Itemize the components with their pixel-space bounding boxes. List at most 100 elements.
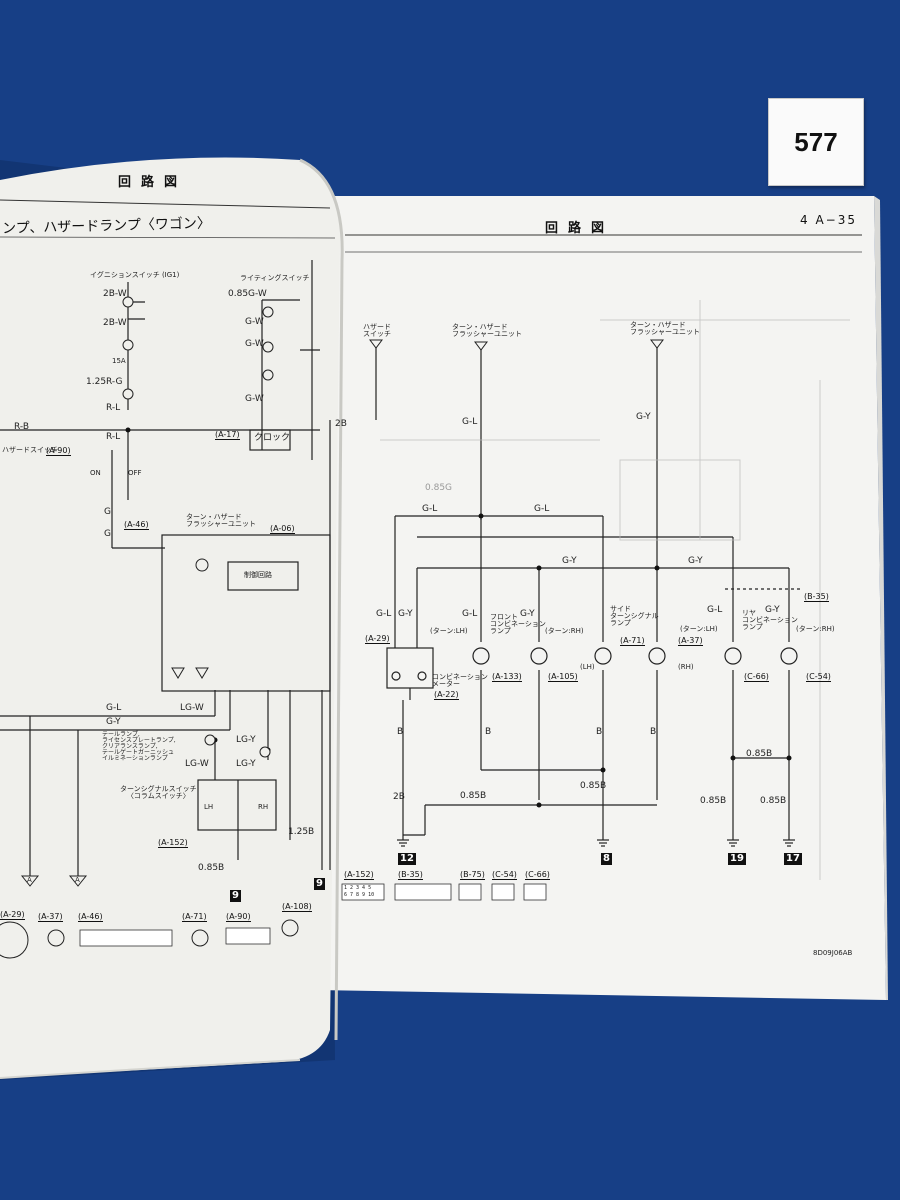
flasher-label: ターン・ハザード フラッシャーユニット: [186, 513, 256, 528]
switch-state: ON: [90, 469, 101, 477]
connector-code: B-35: [398, 870, 423, 880]
connector-code: A-105: [548, 672, 578, 682]
connector-code: B-35: [804, 592, 829, 602]
wire-label: 0.85G: [425, 483, 453, 493]
wire-label: B: [650, 727, 657, 737]
wire-label: 0.85G-W: [228, 289, 267, 299]
connector-code: A-71: [620, 636, 645, 646]
wire-label: LG-W: [185, 759, 209, 769]
control-circuit-label: 制御回路: [244, 571, 272, 579]
lamp-side: (ターン:RH): [796, 625, 835, 633]
ground-tag: 19: [728, 853, 746, 865]
wire-label: R-B: [14, 422, 29, 432]
connector-code: C-54: [492, 870, 517, 880]
wire-label: LG-Y: [236, 759, 256, 769]
connector-code: A-133: [492, 672, 522, 682]
connector-code: A-152: [158, 838, 188, 848]
lamp-side: (RH): [678, 663, 694, 671]
ground-tag: 8: [601, 853, 612, 865]
connector-code: C-66: [525, 870, 550, 880]
wire-label: 0.85B: [760, 796, 787, 806]
wire-label: G: [104, 529, 111, 539]
connector-code: B-75: [460, 870, 485, 880]
switch-state: RH: [258, 803, 269, 811]
wire-label: G-L: [462, 609, 478, 619]
connector-code: C-66: [744, 672, 769, 682]
wire-label: B: [397, 727, 404, 737]
wire-label: LG-Y: [236, 735, 256, 745]
connector-code: A-152: [344, 870, 374, 880]
connector-pins: 6 7 8 9 10: [344, 892, 375, 898]
wire-label: LG-W: [180, 703, 204, 713]
lamp-list: テールランプ, ライセンスプレートランプ, クリアランスランプ, テールゲートガ…: [102, 731, 176, 762]
wire-label: 2B: [335, 419, 347, 429]
wire-label: G-Y: [520, 609, 535, 619]
ground-tag: 9: [230, 890, 241, 902]
left-page-header: 回路図: [118, 175, 188, 190]
lamp-side: (ターン:RH): [545, 627, 584, 635]
figure-code: 8D09J06AB: [813, 949, 853, 957]
wire-label: 0.85B: [700, 796, 727, 806]
wire-label: G-L: [422, 504, 438, 514]
wire-label: G-Y: [562, 556, 577, 566]
wire-label: G-W: [245, 394, 264, 404]
connector-code: A-29: [365, 634, 390, 644]
lamp-side: (LH): [580, 663, 595, 671]
clock-label: クロック: [254, 433, 291, 443]
ground-tag: 17: [784, 853, 802, 865]
connector-code: A-46: [124, 520, 149, 530]
wire-label: G-Y: [688, 556, 703, 566]
connector-pins: 1 2 3 4 5: [344, 885, 372, 891]
lighting-switch-label: ライティングスイッチ: [240, 274, 310, 282]
connector-code: C-54: [806, 672, 831, 682]
connector-code: A-37: [678, 636, 703, 646]
wire-label: G-L: [534, 504, 550, 514]
flasher-unit-label-2: ターン・ハザード フラッシャーユニット: [630, 321, 700, 336]
meter-label: コンビネーション メーター: [432, 673, 488, 688]
price-tag-number: 577: [768, 98, 864, 186]
wire-label: G: [104, 507, 111, 517]
wire-label: G-Y: [398, 609, 413, 619]
left-page-sheet: [0, 157, 340, 1078]
wire-label: G-W: [245, 339, 264, 349]
hazard-switch-label: ハザード スイッチ: [363, 323, 391, 338]
wire-label: G-L: [376, 609, 392, 619]
connector-code: A-90: [46, 446, 71, 456]
ground-tag: 12: [398, 853, 416, 865]
right-page-header: 回路図: [545, 221, 615, 236]
wire-label: G-Y: [636, 412, 651, 422]
wire-label: 0.85B: [198, 863, 225, 873]
wire-label: 2B-W: [103, 289, 127, 299]
lamp-side: (ターン:LH): [680, 625, 718, 633]
wire-label: G-L: [707, 605, 723, 615]
wire-label: G-Y: [106, 717, 121, 727]
connector-code: A-90: [226, 912, 251, 922]
switch-state: LH: [204, 803, 214, 811]
connector-code: A-22: [434, 690, 459, 700]
wire-label: 2B-W: [103, 318, 127, 328]
ground-tag: 9: [314, 878, 325, 890]
connector-code: A-37: [38, 912, 63, 922]
terminal-label: A: [75, 876, 80, 884]
turn-switch-label: ターンシグナルスイッチ 〈コラムスイッチ〉: [120, 785, 197, 800]
wire-label: 2B: [393, 792, 405, 802]
connector-code: A-29: [0, 910, 25, 920]
connector-code: A-71: [182, 912, 207, 922]
fuse-label: 15A: [112, 357, 126, 365]
flasher-unit-label-1: ターン・ハザード フラッシャーユニット: [452, 323, 522, 338]
lamp-name: サイド ターンシグナル ランプ: [610, 605, 659, 627]
wire-label: B: [485, 727, 492, 737]
hazard-switch-label: ハザードスイッチ: [2, 446, 58, 454]
wire-label: 1.25R-G: [86, 377, 123, 387]
wire-label: R-L: [106, 432, 121, 442]
right-page-sheet: [316, 196, 886, 1000]
wire-label: G-L: [462, 417, 478, 427]
wire-label: 1.25B: [288, 827, 315, 837]
lamp-name: フロント コンビネーション ランプ: [490, 613, 546, 635]
wire-label: G-Y: [765, 605, 780, 615]
wire-label: 0.85B: [580, 781, 607, 791]
connector-code: A-46: [78, 912, 103, 922]
wire-label: 0.85B: [460, 791, 487, 801]
terminal-label: A: [27, 876, 32, 884]
